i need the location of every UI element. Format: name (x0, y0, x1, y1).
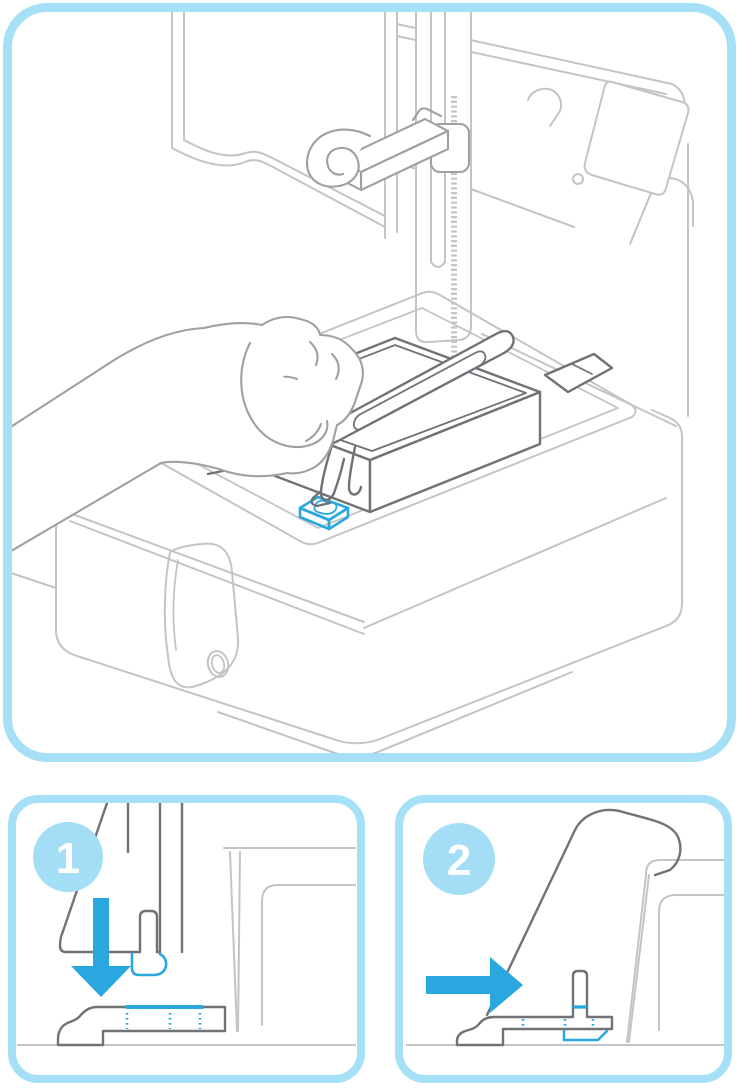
hand-icon (12, 315, 364, 552)
cover-hinge-flap-icon (583, 80, 690, 196)
platform-handle-icon (305, 128, 372, 188)
button-logo-icon (313, 499, 338, 515)
step-1-detail-drawing: 1 (17, 803, 356, 1047)
printer-illustration-icon (12, 12, 694, 753)
hinge-wire-icon (527, 87, 563, 127)
printer-cover-icon (171, 12, 694, 417)
tank-foot-highlight-icon (562, 1029, 609, 1042)
tank-section-icon (58, 803, 184, 977)
tank-section-icon (455, 808, 682, 1047)
step-2-number: 2 (447, 836, 471, 885)
down-arrow-icon (71, 898, 131, 997)
step-2-detail-drawing: 2 (406, 808, 724, 1047)
step-1-panel: 1 (8, 795, 365, 1083)
step-1-badge: 1 (33, 822, 103, 892)
tank-foot-highlight-icon (130, 952, 168, 977)
carrier-hook-icon (543, 352, 614, 394)
step-1-number: 1 (56, 834, 80, 883)
hinge-pin-icon (572, 173, 584, 185)
thumb-icon (240, 341, 329, 449)
z-tower-icon (415, 12, 472, 357)
tank-tab-icon (319, 440, 346, 502)
main-illustration-panel (3, 3, 736, 762)
step-2-badge: 2 (423, 823, 495, 895)
right-arrow-icon (426, 957, 523, 1013)
build-platform-arm-icon (305, 107, 471, 192)
carrier-rail-icon (56, 1005, 227, 1047)
floor-line (12, 572, 57, 589)
front-door-icon (163, 542, 240, 689)
step-2-panel: 2 (395, 795, 732, 1083)
door-button-icon (206, 650, 230, 678)
carrier-rail-icon (455, 969, 614, 1047)
